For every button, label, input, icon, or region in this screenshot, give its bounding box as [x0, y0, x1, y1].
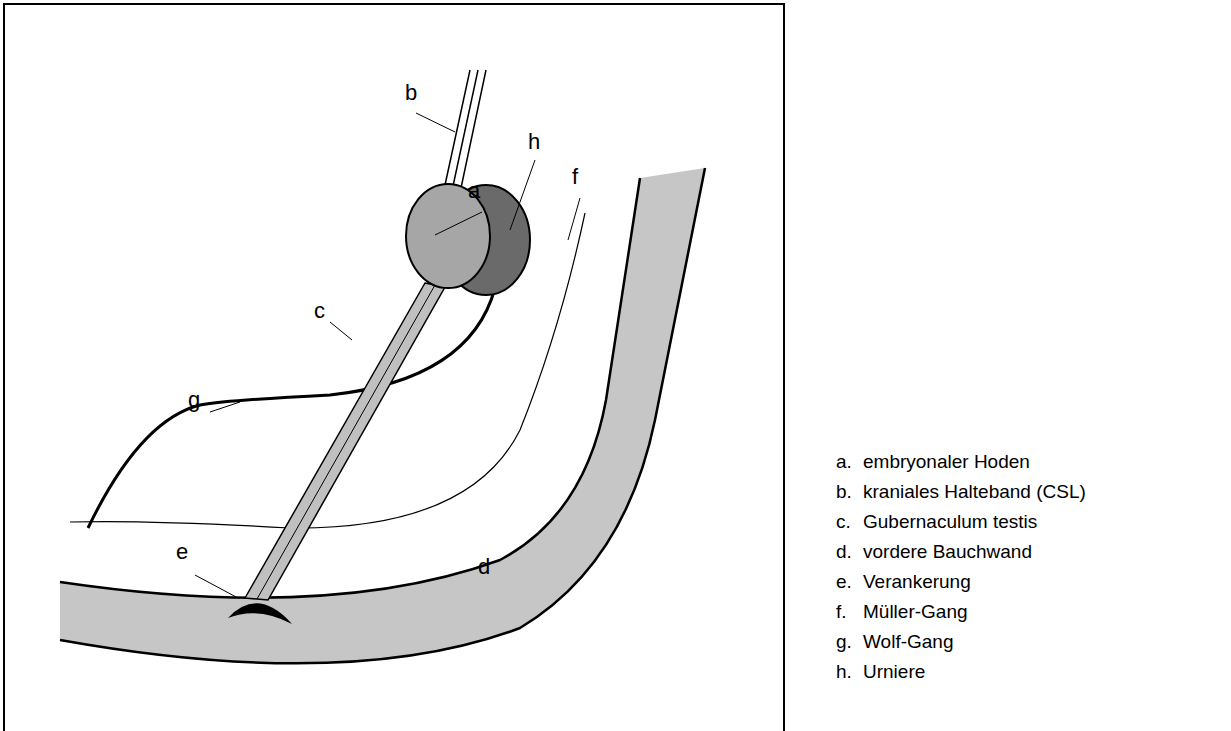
legend-letter: e.	[836, 572, 852, 591]
legend-text: Wolf-Gang	[863, 632, 953, 651]
part-letter: h	[528, 131, 540, 153]
part-letter: b	[405, 82, 417, 104]
part-letter: g	[188, 389, 200, 411]
frame	[4, 4, 784, 731]
legend-text: Müller-Gang	[863, 602, 968, 621]
legend-letter: f.	[836, 602, 847, 621]
legend-letter: h.	[836, 662, 852, 681]
wall-edge	[60, 178, 640, 598]
legend-text: embryonaler Hoden	[863, 452, 1030, 471]
legend-letter: a.	[836, 452, 852, 471]
wall-edge	[60, 168, 705, 663]
legend-text: Urniere	[863, 662, 925, 681]
anchoring	[228, 603, 292, 624]
legend-letter: c.	[836, 512, 851, 531]
part-letter: a	[468, 180, 480, 202]
part-letter: f	[572, 166, 578, 188]
leader-lines	[195, 113, 580, 598]
wolff-duct	[88, 288, 495, 528]
legend-text: vordere Bauchwand	[863, 542, 1032, 561]
cranial-ligament	[445, 70, 486, 188]
part-letter: c	[314, 300, 325, 322]
legend-letter: b.	[836, 482, 852, 501]
part-letter: e	[176, 541, 188, 563]
legend-text: kraniales Halteband (CSL)	[863, 482, 1086, 501]
gubernaculum-line	[257, 285, 435, 599]
part-letter: d	[478, 556, 490, 578]
abdominal-wall	[60, 168, 705, 663]
legend-text: Verankerung	[863, 572, 971, 591]
gubernaculum	[245, 283, 445, 600]
legend-letter: g.	[836, 632, 852, 651]
legend-letter: d.	[836, 542, 852, 561]
legend-text: Gubernaculum testis	[863, 512, 1037, 531]
